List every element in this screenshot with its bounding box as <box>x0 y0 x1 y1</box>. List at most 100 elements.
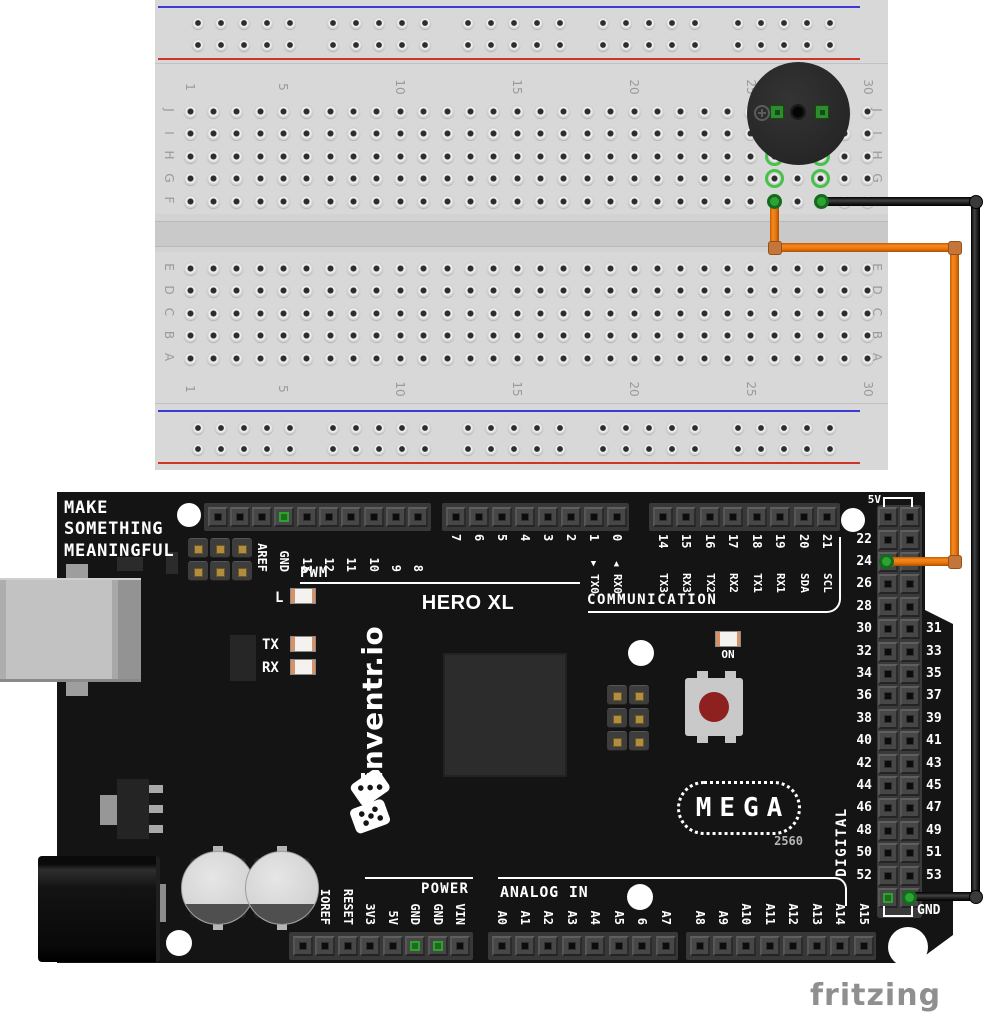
breadboard-rail-hole[interactable] <box>778 38 790 51</box>
breadboard-hole[interactable] <box>206 351 220 365</box>
breadboard-hole[interactable] <box>347 329 361 342</box>
breadboard-hole[interactable] <box>580 306 594 320</box>
breadboard-rail-hole[interactable] <box>419 38 431 51</box>
icsp-pin[interactable] <box>232 538 252 558</box>
top-header-socket[interactable] <box>560 507 581 527</box>
breadboard-hole[interactable] <box>604 194 618 208</box>
breadboard-rail-hole[interactable] <box>350 16 362 29</box>
icsp2-pin[interactable] <box>607 685 627 705</box>
breadboard-rail-hole[interactable] <box>824 16 836 29</box>
breadboard-hole[interactable] <box>604 306 618 320</box>
breadboard-hole[interactable] <box>253 284 267 297</box>
breadboard-rail-hole[interactable] <box>801 38 813 51</box>
breadboard-rail-hole[interactable] <box>597 38 609 51</box>
breadboard-hole[interactable] <box>183 172 197 185</box>
breadboard-hole[interactable] <box>347 284 361 297</box>
breadboard-hole[interactable] <box>347 194 361 208</box>
digital-socket[interactable] <box>899 686 920 707</box>
breadboard-hole[interactable] <box>300 149 314 163</box>
breadboard-hole[interactable] <box>393 306 407 320</box>
breadboard-rail-hole[interactable] <box>192 16 204 29</box>
piezo-buzzer[interactable] <box>747 62 850 165</box>
breadboard-rail-hole[interactable] <box>666 421 678 434</box>
breadboard-hole[interactable] <box>487 149 501 163</box>
breadboard-rail-hole[interactable] <box>261 442 273 455</box>
power-header-socket[interactable] <box>315 936 335 956</box>
breadboard-hole[interactable] <box>487 127 501 140</box>
analog-header-socket[interactable] <box>538 936 559 956</box>
breadboard-hole[interactable] <box>463 284 477 297</box>
breadboard-rail-hole[interactable] <box>396 38 408 51</box>
breadboard-rail-hole[interactable] <box>508 421 520 434</box>
breadboard-hole[interactable] <box>837 284 851 297</box>
digital-socket-52[interactable] <box>877 865 898 886</box>
digital-socket[interactable] <box>899 596 920 617</box>
top-header-socket[interactable] <box>229 507 250 527</box>
breadboard-rail-hole[interactable] <box>597 442 609 455</box>
breadboard-hole[interactable] <box>463 127 477 140</box>
breadboard-rail-hole[interactable] <box>327 421 339 434</box>
breadboard-hole[interactable] <box>230 149 244 163</box>
orange-wire-bend-1[interactable] <box>768 241 782 255</box>
icsp2-pin[interactable] <box>629 708 649 728</box>
top-header-socket[interactable] <box>252 507 273 527</box>
breadboard-rail-hole[interactable] <box>643 38 655 51</box>
analog-header-socket[interactable] <box>655 936 676 956</box>
breadboard-hole[interactable] <box>206 261 220 275</box>
breadboard-hole[interactable] <box>440 127 454 140</box>
breadboard-hole[interactable] <box>791 172 805 185</box>
mcu-chip[interactable] <box>443 653 567 777</box>
breadboard-hole[interactable] <box>721 351 734 365</box>
breadboard-hole[interactable] <box>487 351 501 365</box>
digital-socket[interactable] <box>899 775 920 796</box>
breadboard-hole[interactable] <box>534 284 548 297</box>
breadboard-hole[interactable] <box>206 306 220 320</box>
top-header-socket[interactable] <box>408 507 429 527</box>
breadboard-hole[interactable] <box>721 306 734 320</box>
top-header-socket[interactable] <box>723 507 744 527</box>
breadboard-rail-hole[interactable] <box>689 421 701 434</box>
breadboard-rail-hole[interactable] <box>824 442 836 455</box>
breadboard-hole[interactable] <box>300 306 314 320</box>
breadboard-hole[interactable] <box>534 329 548 342</box>
breadboard-rail-hole[interactable] <box>755 38 767 51</box>
breadboard-hole[interactable] <box>604 104 618 118</box>
breadboard-rail-hole[interactable] <box>643 16 655 29</box>
breadboard-hole[interactable] <box>627 104 641 118</box>
breadboard-hole[interactable] <box>744 261 758 275</box>
breadboard-hole[interactable] <box>183 306 197 320</box>
digital-socket[interactable] <box>899 574 920 595</box>
breadboard-rail-hole[interactable] <box>284 421 296 434</box>
breadboard-rail-hole[interactable] <box>373 16 385 29</box>
breadboard-rail-hole[interactable] <box>419 442 431 455</box>
breadboard-rail-hole[interactable] <box>778 16 790 29</box>
wire-endpoint-buzzer-negative[interactable] <box>814 194 829 209</box>
breadboard-hole[interactable] <box>230 306 244 320</box>
breadboard-hole[interactable] <box>861 351 875 365</box>
breadboard-hole[interactable] <box>183 329 197 342</box>
breadboard-hole[interactable] <box>300 172 314 185</box>
breadboard-rail-hole[interactable] <box>732 442 744 455</box>
breadboard-hole[interactable] <box>534 104 548 118</box>
breadboard-hole[interactable] <box>837 149 851 163</box>
breadboard-hole[interactable] <box>510 149 524 163</box>
breadboard-rail-hole[interactable] <box>419 16 431 29</box>
breadboard-hole[interactable] <box>791 351 805 365</box>
breadboard-rail-hole[interactable] <box>597 16 609 29</box>
breadboard-hole[interactable] <box>253 329 267 342</box>
breadboard-hole[interactable] <box>393 261 407 275</box>
breadboard-hole[interactable] <box>300 329 314 342</box>
breadboard-hole[interactable] <box>323 172 337 185</box>
breadboard-hole[interactable] <box>463 329 477 342</box>
digital-socket-50[interactable] <box>877 843 898 864</box>
breadboard-rail-hole[interactable] <box>192 421 204 434</box>
power-header-socket[interactable] <box>292 936 313 956</box>
breadboard-rail-hole[interactable] <box>554 442 566 455</box>
breadboard-hole[interactable] <box>276 329 290 342</box>
breadboard-hole[interactable] <box>230 284 244 297</box>
breadboard-hole[interactable] <box>557 172 571 185</box>
breadboard-hole[interactable] <box>510 284 524 297</box>
breadboard-rail-hole[interactable] <box>419 421 431 434</box>
breadboard-rail-hole[interactable] <box>261 16 273 29</box>
breadboard-hole[interactable] <box>791 261 805 275</box>
